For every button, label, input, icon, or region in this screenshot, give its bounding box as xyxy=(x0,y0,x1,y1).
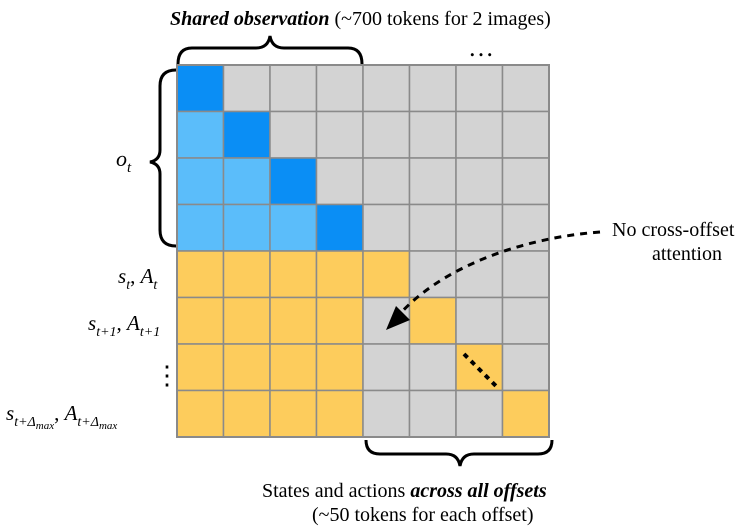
grid-cell xyxy=(408,343,457,392)
grid-cell xyxy=(315,64,364,113)
grid-cell xyxy=(315,250,364,299)
grid-cell xyxy=(222,250,271,299)
annotation-line-1: No cross-offset xyxy=(612,219,735,241)
grid-cell xyxy=(362,157,411,206)
bottom-brace xyxy=(364,439,554,467)
grid-cell xyxy=(176,157,225,206)
grid-cell xyxy=(176,296,225,345)
grid-cell xyxy=(315,110,364,159)
grid-cell xyxy=(501,343,550,392)
annotation-line-2: attention xyxy=(652,243,722,265)
grid-cell xyxy=(176,203,225,252)
grid-cell xyxy=(455,296,504,345)
grid-cell xyxy=(455,64,504,113)
grid-cell xyxy=(269,64,318,113)
grid-cell xyxy=(362,389,411,438)
row-label-t-plus-delta-max: st+Δmax, At+Δmax xyxy=(6,401,117,432)
grid-border xyxy=(176,64,550,438)
grid-cell xyxy=(315,296,364,345)
grid-cell xyxy=(222,343,271,392)
grid-cell xyxy=(408,110,457,159)
grid-cell xyxy=(269,110,318,159)
bottom-line-1: States and actions across all offsets xyxy=(262,480,547,502)
grid-cell xyxy=(269,250,318,299)
grid-cell xyxy=(362,110,411,159)
grid-cell xyxy=(455,110,504,159)
title-rest: (~700 tokens for 2 images) xyxy=(329,8,550,30)
grid-cell xyxy=(315,343,364,392)
grid-cell xyxy=(501,203,550,252)
grid-cell xyxy=(315,203,364,252)
grid-cell xyxy=(222,64,271,113)
grid-cell xyxy=(222,157,271,206)
grid-cell xyxy=(501,389,550,438)
grid-cell xyxy=(222,389,271,438)
grid-cell xyxy=(222,110,271,159)
annotation-arrow xyxy=(396,230,601,317)
grid-cell xyxy=(362,250,411,299)
grid-cell xyxy=(408,64,457,113)
top-brace xyxy=(176,35,364,65)
grid-cell xyxy=(176,250,225,299)
bottom-line-2: (~50 tokens for each offset) xyxy=(312,504,533,526)
grid-cell xyxy=(176,110,225,159)
grid-cell xyxy=(315,157,364,206)
row-label-t-plus-1: st+1, At+1 xyxy=(88,311,160,340)
grid-cell xyxy=(455,203,504,252)
grid-cell xyxy=(455,389,504,438)
obs-label: ot xyxy=(116,146,132,176)
grid-cell xyxy=(269,343,318,392)
grid-cell xyxy=(501,250,550,299)
grid-cell xyxy=(269,203,318,252)
grid-cell xyxy=(501,296,550,345)
grid-cell xyxy=(362,64,411,113)
grid-cell xyxy=(222,203,271,252)
grid-cell xyxy=(501,64,550,113)
grid-cell xyxy=(269,296,318,345)
grid-cell xyxy=(269,389,318,438)
grid-cell xyxy=(222,296,271,345)
title-emphasis: Shared observation xyxy=(170,8,329,30)
row-label-dots: ⋮ xyxy=(154,361,180,390)
grid-cell xyxy=(455,157,504,206)
grid-cell xyxy=(362,343,411,392)
grid-cell xyxy=(408,296,457,345)
grid-cell xyxy=(501,110,550,159)
grid-cell xyxy=(176,343,225,392)
grid-cell xyxy=(501,157,550,206)
diagonal-dotted-line xyxy=(462,352,500,390)
grid-cell xyxy=(362,203,411,252)
grid-cell xyxy=(408,203,457,252)
grid-cell xyxy=(408,157,457,206)
top-ellipsis: … xyxy=(468,33,494,62)
grid-cell xyxy=(176,389,225,438)
grid-cell xyxy=(176,64,225,113)
left-brace xyxy=(149,68,177,248)
grid-cell xyxy=(408,389,457,438)
attention-grid xyxy=(176,64,550,438)
grid-cell xyxy=(315,389,364,438)
row-label-t: st, At xyxy=(118,264,158,293)
diagram-title: Shared observation (~700 tokens for 2 im… xyxy=(170,8,551,30)
grid-cell xyxy=(269,157,318,206)
arrow-head-icon xyxy=(386,306,410,330)
grid-cell xyxy=(455,250,504,299)
